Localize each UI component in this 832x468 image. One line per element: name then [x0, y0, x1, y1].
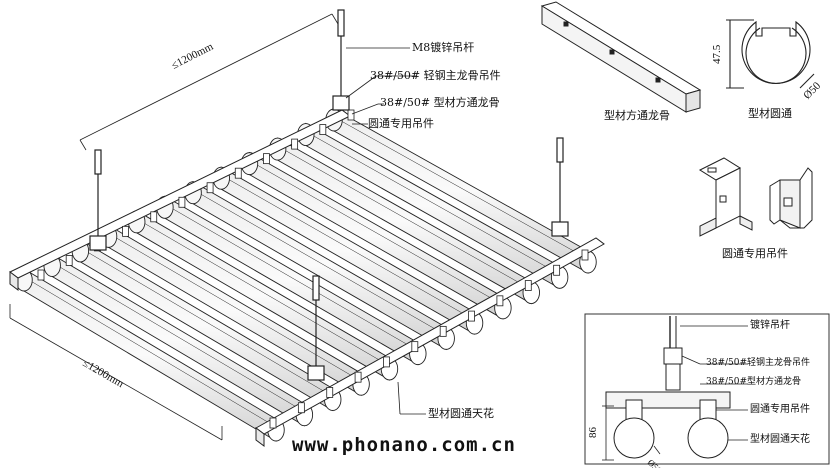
detail-label-profile-tube: 型材圆通天花 — [750, 434, 810, 445]
tube-clip — [319, 124, 327, 135]
label-hanger-rod: M8镀锌吊杆 — [412, 41, 475, 54]
label-tube-clip: 圆通专用吊件 — [368, 117, 434, 130]
rod-left — [89, 149, 107, 251]
tube-clip — [524, 280, 532, 291]
tube-clip — [206, 182, 214, 194]
detail-frame — [584, 313, 830, 465]
dimension-lines — [9, 13, 339, 441]
tube-clip — [234, 167, 242, 179]
tube-clip — [468, 310, 475, 322]
detail-label-square-tube-keel: 38#/50#型材方通龙骨 — [706, 377, 802, 387]
tube-clip — [354, 371, 362, 383]
tube-clip — [65, 255, 73, 266]
website-watermark: www.phonano.com.cn — [292, 434, 516, 456]
profile-tubes — [15, 108, 597, 442]
tube-clips — [37, 109, 589, 429]
rod-front — [307, 275, 325, 381]
tube-clip — [496, 295, 504, 307]
clip-parts — [698, 157, 813, 237]
tube-clip — [178, 196, 186, 208]
detail-label-main-keel-hanger: 38#/50#轻钢主龙骨吊件 — [706, 358, 811, 368]
label-square-tube-keel: 38#/50# 型材方通龙骨 — [380, 96, 500, 109]
detail-label-rod: 镀锌吊杆 — [750, 320, 790, 331]
tube-clip — [122, 225, 129, 237]
tube-clip — [150, 211, 158, 223]
tube-profile-part — [726, 19, 815, 89]
tube-clip — [297, 402, 305, 414]
tube-clip — [263, 153, 270, 165]
tube-clip — [269, 417, 277, 429]
keel-upper-side — [9, 271, 19, 291]
inset-label-clip-part: 圆通专用吊件 — [722, 247, 788, 260]
leader-lines — [345, 47, 426, 415]
dim-detail-height: 86 — [587, 427, 599, 438]
keel-lower-side — [255, 427, 265, 447]
hanger-rods — [89, 9, 569, 381]
tube-clip — [581, 249, 589, 261]
profile-tube — [15, 268, 285, 442]
rod-back — [332, 9, 350, 111]
dim-bottom-line — [9, 317, 223, 441]
tube-clip — [37, 269, 45, 281]
tube-clip — [411, 341, 419, 353]
rod-right — [551, 137, 569, 237]
tube-clip — [383, 356, 390, 368]
tube-clip — [553, 264, 561, 276]
inset-label-tube-profile: 型材圆通 — [748, 107, 792, 120]
profile-tube — [128, 210, 399, 381]
detail-leaders — [680, 325, 748, 441]
label-profile-tube: 型材圆通天花 — [428, 407, 494, 420]
dim-tube-height: 47.5 — [711, 44, 723, 64]
dim-top-line — [79, 13, 333, 141]
keel-profile-part — [540, 1, 702, 113]
detail-label-tube-clip: 圆通专用吊件 — [750, 404, 810, 415]
tube-clip — [439, 325, 447, 337]
label-main-keel-hanger: 38#/50# 轻钢主龙骨吊件 — [370, 69, 501, 82]
inset-label-keel-profile: 型材方通龙骨 — [604, 109, 670, 122]
tube-clip — [291, 138, 299, 150]
detail-drawing — [602, 316, 731, 461]
tube-clip — [347, 109, 355, 121]
tube-clip — [326, 387, 334, 398]
